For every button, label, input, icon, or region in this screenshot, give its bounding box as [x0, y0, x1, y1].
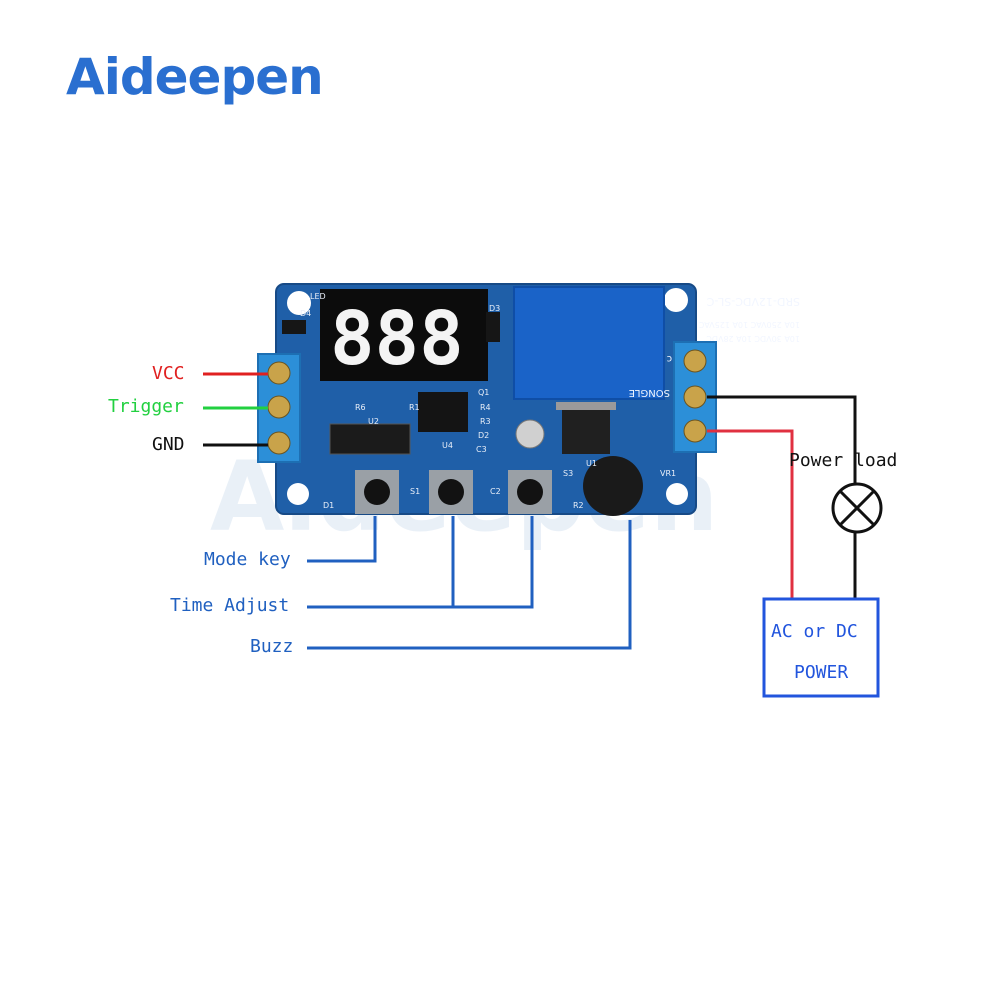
callout-lines	[307, 516, 632, 650]
load-wire-com	[707, 395, 857, 484]
input-terminal-block	[257, 353, 301, 463]
silk-r3: R3	[480, 417, 491, 426]
relay-rating-1: 10A 250VAC 10A 125VAC	[698, 320, 800, 329]
diode-d4	[282, 320, 306, 334]
diode-d3	[486, 312, 500, 342]
gnd-label: GND	[152, 434, 185, 455]
trigger-label: Trigger	[108, 396, 184, 417]
brand-logo-text: Aideepen	[66, 48, 324, 106]
silk-s3: S3	[563, 469, 573, 478]
regulator-tab	[556, 402, 616, 410]
relay-module-board: 888 SRD-12VDC-SL-C 10A 250VAC 10A 125VAC…	[275, 283, 800, 516]
silk-q1: Q1	[478, 388, 489, 397]
time-adjust-label: Time Adjust	[170, 595, 290, 616]
optocoupler	[329, 423, 411, 455]
silk-d1: D1	[323, 501, 334, 510]
regulator-u1	[562, 402, 610, 454]
lamp-symbol	[831, 482, 883, 534]
silk-d4: D4	[300, 309, 311, 318]
vcc-label: VCC	[152, 363, 185, 384]
ic-u4	[418, 392, 468, 432]
silk-d2: D2	[478, 431, 489, 440]
power-load-label: Power load	[789, 450, 898, 471]
led-display	[320, 289, 488, 381]
capacitor	[515, 419, 545, 449]
display-digits: 888	[330, 296, 464, 382]
button-s1-cap	[364, 479, 390, 505]
power-source-box	[762, 597, 880, 698]
silk-r4: R4	[480, 403, 491, 412]
screw-trigger	[267, 395, 291, 419]
silk-led: LED	[310, 292, 326, 301]
screw-gnd	[267, 431, 291, 455]
silk-c2: C2	[490, 487, 501, 496]
screw-vcc	[267, 361, 291, 385]
silk-d3: D3	[489, 304, 500, 313]
buzz-label: Buzz	[250, 636, 294, 657]
mode-key-callout	[307, 516, 377, 563]
brand-logo: Aideepen	[66, 52, 324, 102]
mode-key-label: Mode key	[204, 549, 291, 570]
output-terminal-block	[673, 341, 717, 453]
screw-nc	[683, 349, 707, 373]
mount-hole	[664, 288, 688, 312]
mount-hole	[287, 483, 309, 505]
relay-brand: SONGLE	[629, 387, 670, 398]
power-source-line1: AC or DC	[771, 621, 858, 642]
silk-r1: R1	[409, 403, 420, 412]
mount-hole	[666, 483, 688, 505]
relay	[513, 286, 665, 400]
silk-u4: U4	[442, 441, 453, 450]
time-adjust-callout-2	[453, 516, 534, 609]
buzzer	[583, 456, 643, 516]
silk-vr1: VR1	[660, 469, 676, 478]
silk-s1: S1	[410, 487, 420, 496]
screw-no	[683, 419, 707, 443]
load-wire-no	[707, 429, 794, 599]
mount-hole	[287, 291, 311, 315]
relay-rating-2: 10A 30VDC 10A 28VDC	[706, 334, 800, 343]
buzz-callout	[307, 520, 632, 650]
button-s3-cap	[517, 479, 543, 505]
relay-model: SRD-12VDC-SL-C	[706, 295, 800, 308]
silk-r2: R2	[573, 501, 584, 510]
power-source-line2: POWER	[794, 662, 849, 683]
silk-c3: C3	[476, 445, 487, 454]
silk-r6: R6	[355, 403, 366, 412]
screw-com	[683, 385, 707, 409]
silk-u1: U1	[586, 459, 597, 468]
button-s2-cap	[438, 479, 464, 505]
silk-u2: U2	[368, 417, 379, 426]
